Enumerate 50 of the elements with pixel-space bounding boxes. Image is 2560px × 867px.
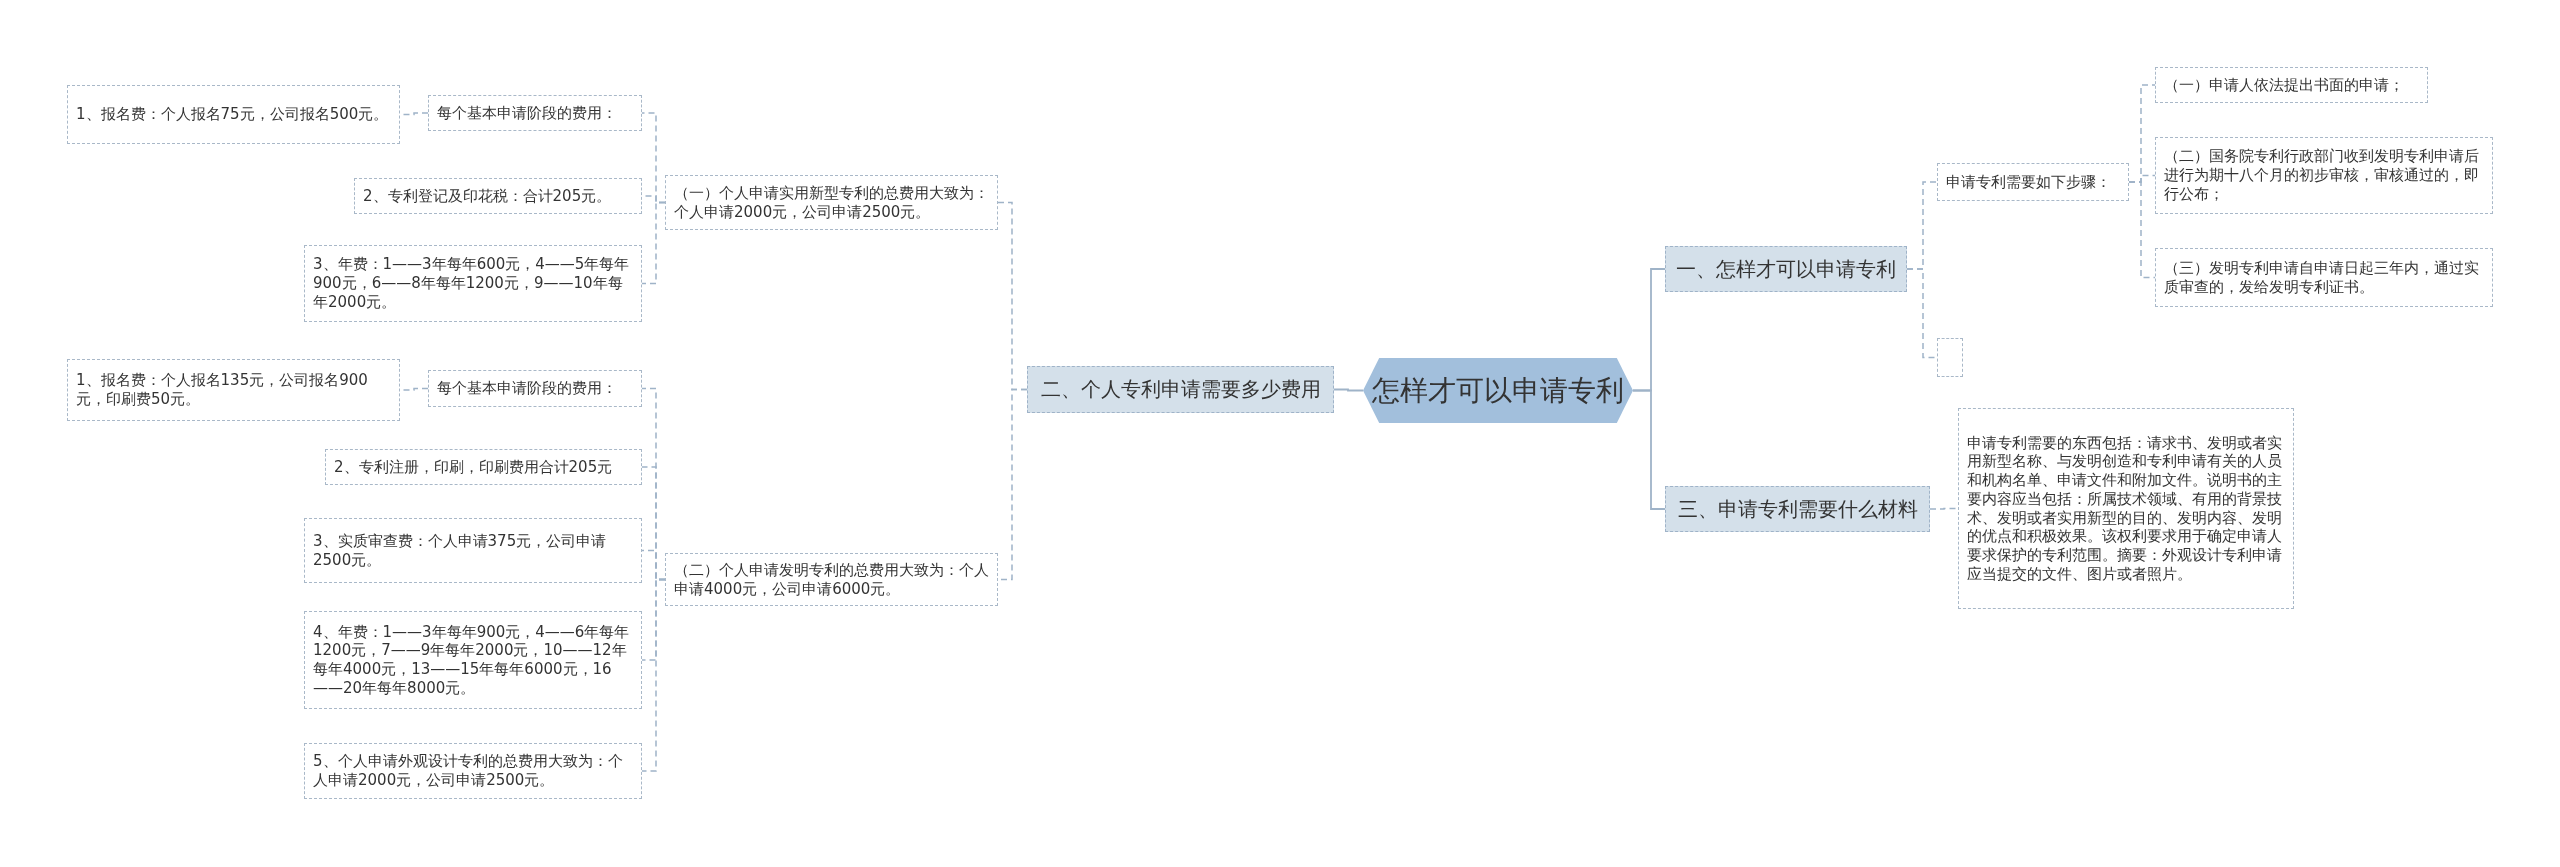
topic-text: 申请专利需要如下步骤：	[1946, 172, 2111, 192]
connector-line	[1906, 268, 1938, 359]
connector-line	[641, 201, 666, 285]
central-topic-text: 怎样才可以申请专利	[1372, 372, 1624, 409]
topic-text: 3、年费：1——3年每年600元，4——5年每年900元，6——8年每年1200元，9——10年每年2000元。	[313, 255, 631, 312]
subtopic-box	[2155, 248, 2493, 307]
subtopic-box	[2155, 137, 2493, 214]
subtopic-box	[304, 518, 642, 583]
subtopic-box	[304, 743, 642, 799]
topic-text: 每个基本申请阶段的费用：	[437, 103, 617, 123]
subtopic-box	[304, 611, 642, 709]
subtopic-box	[67, 359, 400, 421]
subtopic-box	[2155, 67, 2428, 103]
subtopic-box	[354, 178, 642, 214]
topic-text: 1、报名费：个人报名135元，公司报名900元，印刷费50元。	[76, 371, 369, 409]
subtopic-box	[304, 245, 642, 322]
topic-text: 每个基本申请阶段的费用：	[437, 379, 617, 398]
subtopic-box	[428, 95, 642, 131]
subtopic-box	[67, 85, 400, 144]
connector-line	[641, 578, 666, 772]
subtopic-box	[428, 370, 642, 407]
empty-box	[1937, 338, 1963, 377]
topic-text: 三、申请专利需要什么材料	[1677, 495, 1918, 523]
topic-box	[1027, 366, 1334, 413]
topic-text: （一）申请人依法提出书面的申请；	[2164, 75, 2404, 95]
subtopic-box	[325, 449, 642, 485]
topic-text: （二）国务院专利行政部门收到发明专利申请后进行为期十八个月的初步审核，审核通过的，即行公布；	[2164, 147, 2480, 204]
topic-text: （三）发明专利申请自申请日起三年内，通过实质审查的，发给发明专利证书。	[2164, 258, 2480, 297]
connector-line	[1929, 507, 1959, 510]
topic-text: 二、个人专利申请需要多少费用	[1040, 376, 1321, 403]
topic-text: 4、年费：1——3年每年900元，4——6年每年1200元，7——9年每年2000元，10——12年每年4000元，13——15年每年6000元，16——20年每年8000元。	[313, 622, 631, 698]
central-topic-hexagon	[1363, 358, 1633, 423]
connector-line	[2128, 181, 2156, 279]
topic-box	[1665, 246, 1907, 292]
topic-box	[1665, 486, 1930, 532]
topic-text: （二）个人申请发明专利的总费用大致为：个人申请4000元，公司申请6000元。	[674, 560, 989, 599]
subtopic-box	[1958, 408, 2294, 609]
topic-text: 一、怎样才可以申请专利	[1676, 255, 1896, 283]
connector-line	[1333, 388, 1364, 392]
topic-text: 1、报名费：个人报名75元，公司报名500元。	[76, 105, 389, 124]
topic-text: 申请专利需要的东西包括：请求书、发明或者实用新型名称、与发明创造和专利申请有关的人员和机构名单、申请文件和附加文件。说明书的主要内容应当包括：所属技术领域、有用的背景技术、发明或者实用新型的目的、发明内容、发明的优点和积极效果。该权利要求用于确定申请人要求保护的专利范围。摘要：外观设计专利申请应当提交的文件、图片或者照片。	[1967, 433, 2283, 584]
subtopic-box	[665, 175, 998, 230]
subtopic-box	[1937, 163, 2129, 201]
topic-text: 3、实质审查费：个人申请375元，公司申请2500元。	[313, 531, 608, 570]
subtopic-box	[665, 553, 998, 606]
topic-text: 2、专利登记及印花税：合计205元。	[363, 186, 612, 206]
topic-text: 2、专利注册，印刷，印刷费用合计205元	[334, 457, 613, 477]
topic-text: （一）个人申请实用新型专利的总费用大致为：个人申请2000元，公司申请2500元。	[674, 183, 989, 222]
connector-line	[1632, 389, 1666, 510]
topic-text: 5、个人申请外观设计专利的总费用大致为：个人申请2000元，公司申请2500元。	[313, 752, 624, 790]
